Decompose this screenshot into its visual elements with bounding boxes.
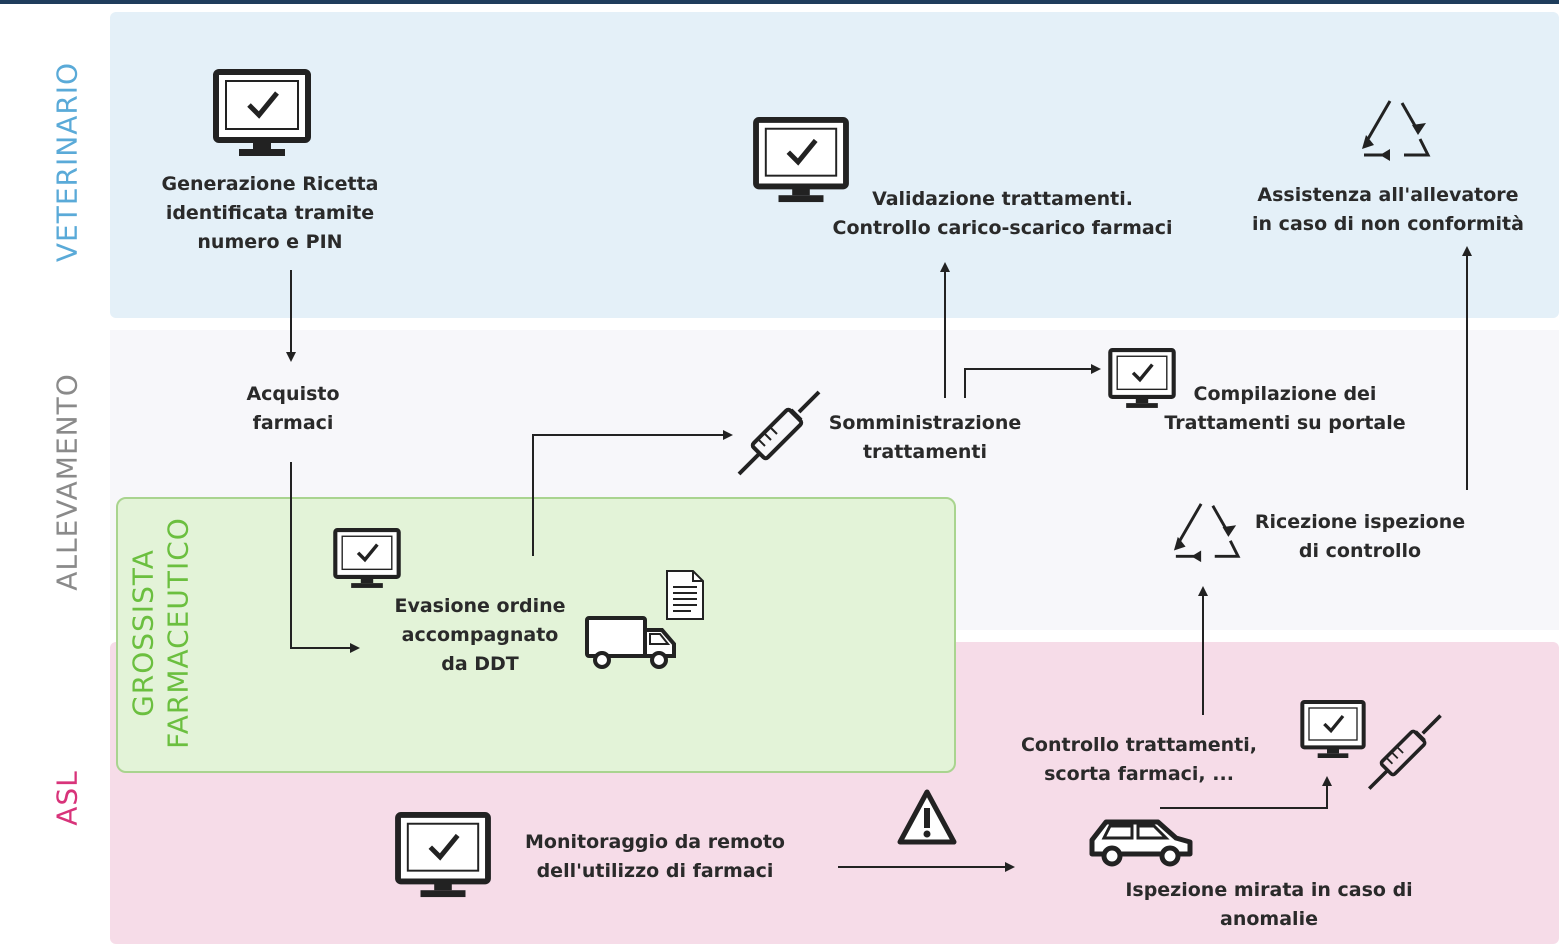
step-validazione-trattamenti: Validazione trattamenti. Controllo caric… <box>805 185 1200 243</box>
lane-grossista <box>116 497 956 773</box>
arrow-somministrazione-compilazione <box>964 364 1101 398</box>
text-line: Ricezione ispezione <box>1254 511 1466 533</box>
text-line: Validazione trattamenti. <box>872 188 1133 210</box>
text-line: Evasione ordine <box>394 595 566 617</box>
warning-icon <box>896 788 958 846</box>
text-line: Ispezione mirata in caso di <box>1125 879 1413 901</box>
step-evasione-ordine: Evasione ordine accompagnato da DDT <box>375 592 585 679</box>
text-line: Controllo carico-scarico farmaci <box>832 217 1173 239</box>
document-icon <box>665 569 705 621</box>
text-line: Assistenza all'allevatore <box>1257 184 1519 206</box>
text-line: anomalie <box>1220 908 1318 930</box>
text-line: da DDT <box>441 653 519 675</box>
car-icon <box>1086 812 1196 870</box>
text-line: dell'utilizzo di farmaci <box>536 860 774 882</box>
monitor-check-icon <box>753 117 849 205</box>
arrow-evasione-somministrazione <box>532 430 733 556</box>
step-generazione-ricetta: Generazione Ricetta identificata tramite… <box>130 170 410 257</box>
monitor-check-icon <box>213 69 311 159</box>
monitor-check-icon <box>395 812 491 900</box>
step-assistenza-allevatore: Assistenza all'allevatore in caso di non… <box>1230 181 1546 239</box>
text-line: trattamenti <box>862 441 988 463</box>
text-line: Monitoraggio da remoto <box>525 831 785 853</box>
text-line: Acquisto <box>246 383 340 405</box>
truck-icon <box>584 614 678 672</box>
text-line: scorta farmaci, ... <box>1044 763 1234 785</box>
recycle-icon <box>1168 498 1244 568</box>
arrow-acquisto-evasione <box>290 462 360 653</box>
step-acquisto-farmaci: Acquisto farmaci <box>213 380 373 438</box>
monitor-check-icon <box>1300 700 1366 760</box>
text-line: Trattamenti su portale <box>1164 412 1406 434</box>
text-line: Controllo trattamenti, <box>1020 734 1257 756</box>
step-compilazione-trattamenti: Compilazione dei Trattamenti su portale <box>1145 380 1425 438</box>
text-line: Somministrazione <box>828 412 1022 434</box>
step-controllo-trattamenti: Controllo trattamenti, scorta farmaci, .… <box>1000 731 1278 789</box>
step-ispezione-mirata: Ispezione mirata in caso di anomalie <box>1105 876 1433 934</box>
syringe-icon <box>1356 712 1452 794</box>
monitor-check-icon <box>1108 348 1176 410</box>
top-rule <box>0 0 1559 4</box>
text-line: farmaci <box>252 412 334 434</box>
recycle-icon <box>1356 95 1434 167</box>
arrow-ispezione-controllo <box>1160 776 1332 809</box>
text-line: Generazione Ricetta <box>161 173 379 195</box>
text-line: Compilazione dei <box>1193 383 1377 405</box>
monitor-check-icon <box>333 528 401 590</box>
step-ricezione-ispezione: Ricezione ispezione di controllo <box>1238 508 1482 566</box>
syringe-icon <box>733 388 823 480</box>
text-line: identificata tramite <box>165 202 375 224</box>
step-monitoraggio-remoto: Monitoraggio da remoto dell'utilizzo di … <box>505 828 805 886</box>
step-somministrazione-trattamenti: Somministrazione trattamenti <box>815 409 1035 467</box>
text-line: in caso di non conformità <box>1252 213 1524 235</box>
text-line: di controllo <box>1298 540 1422 562</box>
text-line: accompagnato <box>401 624 559 646</box>
text-line: numero e PIN <box>197 231 343 253</box>
